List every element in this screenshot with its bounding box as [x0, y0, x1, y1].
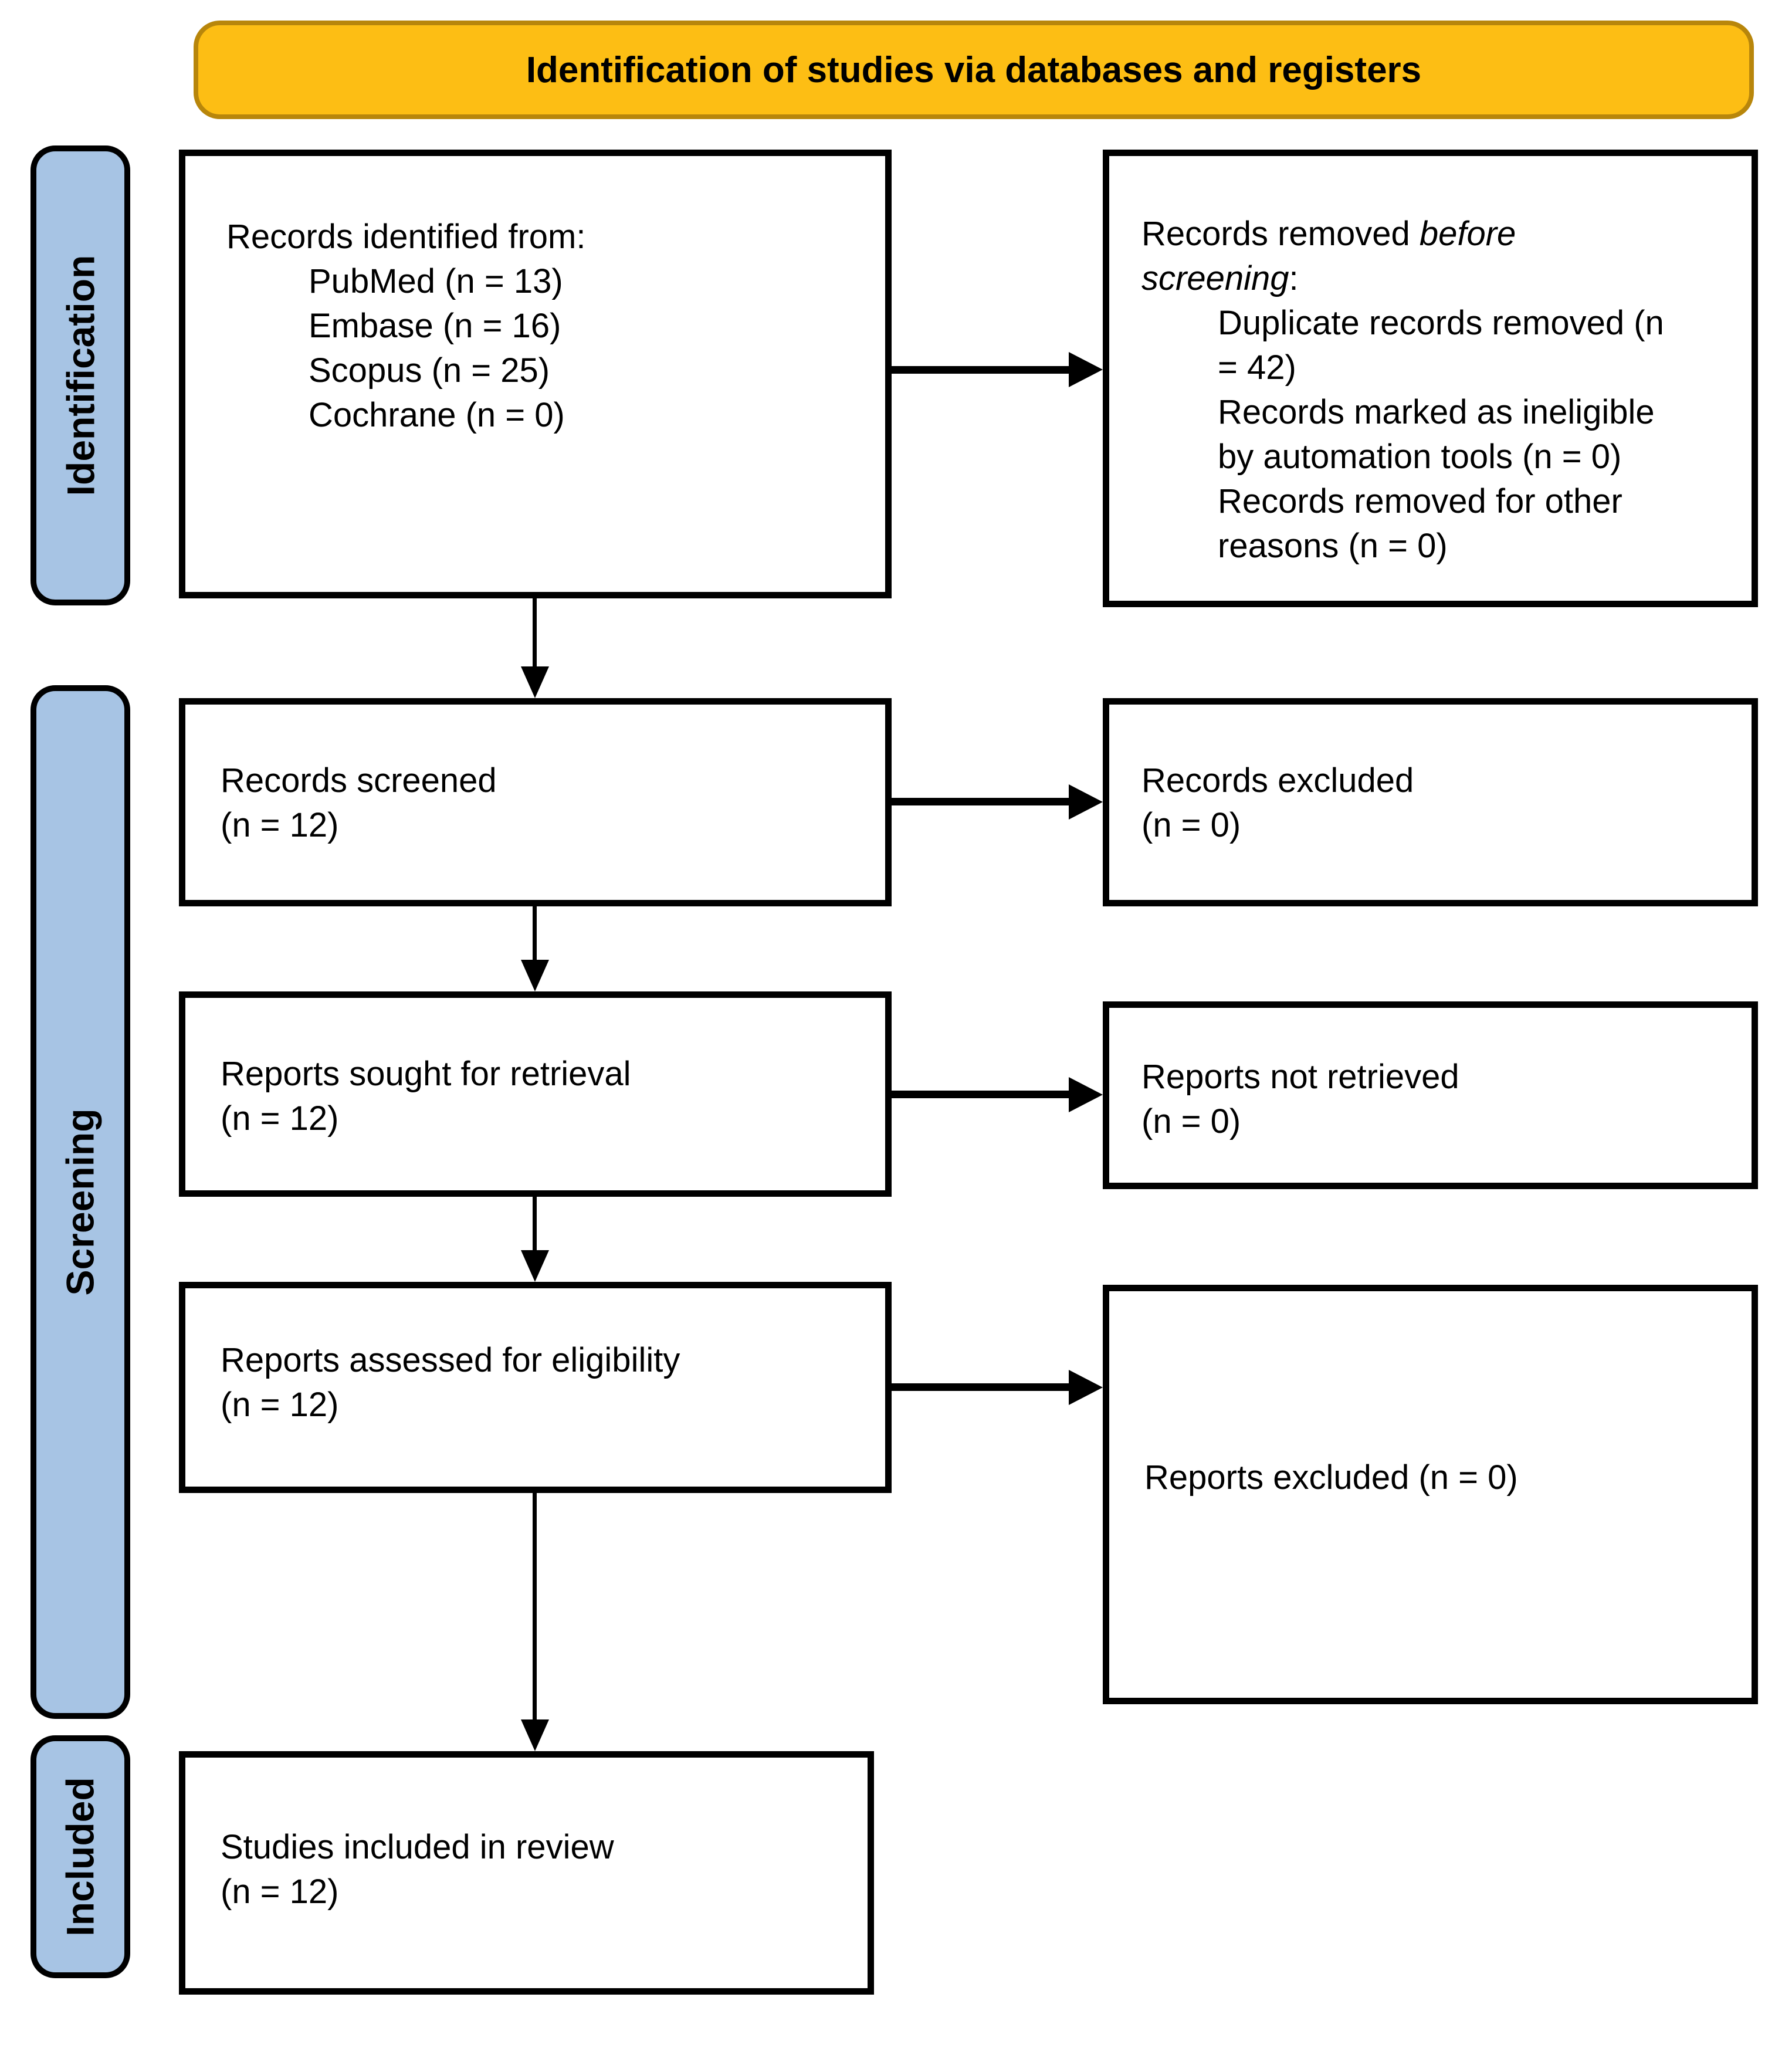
records-removed-title-emphasis: before screening [1141, 215, 1516, 297]
arrow-sought-to-not-retrieved-line [892, 1091, 1073, 1098]
reports-assessed-line1: Reports assessed for eligibility [221, 1341, 680, 1379]
records-identified-item: Scopus (n = 25) [309, 351, 550, 390]
records-removed-item: Records removed for other reasons (n = 0… [1218, 482, 1622, 565]
arrow-screened-to-sought-line [533, 906, 537, 961]
banner: Identification of studies via databases … [194, 21, 1754, 119]
sidebar-label-included-text: Included [59, 1777, 103, 1937]
reports-not-retrieved-line2: (n = 0) [1141, 1102, 1241, 1140]
box-records-identified: Records identified from: PubMed (n = 13)… [179, 150, 892, 598]
records-removed-title-suffix: : [1289, 259, 1299, 297]
banner-title: Identification of studies via databases … [526, 49, 1422, 90]
records-removed-item: Duplicate records removed (n = 42) [1218, 304, 1664, 387]
arrow-screened-to-excluded-line [892, 798, 1073, 805]
arrow-identified-to-removed-line [892, 366, 1073, 374]
records-identified-item: Embase (n = 16) [309, 307, 561, 345]
arrow-assessed-to-included-line [533, 1493, 537, 1721]
records-identified-item: PubMed (n = 13) [309, 262, 563, 300]
records-removed-title: Records removed before screening: [1141, 212, 1529, 301]
reports-sought-line2: (n = 12) [221, 1099, 339, 1138]
records-identified-item: Cochrane (n = 0) [309, 396, 565, 434]
box-records-screened: Records screened (n = 12) [179, 698, 892, 906]
arrow-assessed-to-included-head [521, 1719, 549, 1751]
arrow-screened-to-sought-head [521, 960, 549, 991]
arrow-sought-to-assessed-head [521, 1250, 549, 1282]
sidebar-label-screening-text: Screening [59, 1108, 103, 1296]
box-reports-excluded: Reports excluded (n = 0) [1103, 1285, 1758, 1704]
arrow-identified-to-removed-head [1069, 352, 1103, 387]
arrow-identified-to-screened-head [521, 666, 549, 698]
records-excluded-line1: Records excluded [1141, 761, 1414, 800]
arrow-sought-to-assessed-line [533, 1197, 537, 1251]
records-identified-title: Records identified from: [226, 218, 586, 256]
reports-excluded-line1: Reports excluded (n = 0) [1144, 1458, 1518, 1497]
reports-not-retrieved-line1: Reports not retrieved [1141, 1058, 1459, 1096]
box-reports-not-retrieved: Reports not retrieved (n = 0) [1103, 1001, 1758, 1189]
box-reports-sought: Reports sought for retrieval (n = 12) [179, 991, 892, 1197]
sidebar-label-identification-text: Identification [59, 255, 103, 496]
arrow-screened-to-excluded-head [1069, 784, 1103, 820]
records-removed-title-prefix: Records removed [1141, 215, 1420, 253]
sidebar-label-screening: Screening [31, 685, 130, 1719]
studies-included-line1: Studies included in review [221, 1828, 614, 1866]
studies-included-line2: (n = 12) [221, 1873, 339, 1911]
records-removed-item: Records marked as ineligible by automati… [1218, 393, 1655, 476]
sidebar-label-included: Included [31, 1735, 130, 1978]
arrow-assessed-to-reports-excluded-head [1069, 1370, 1103, 1405]
box-studies-included: Studies included in review (n = 12) [179, 1751, 874, 1995]
arrow-assessed-to-reports-excluded-line [892, 1383, 1073, 1391]
reports-assessed-line2: (n = 12) [221, 1386, 339, 1424]
box-records-removed: Records removed before screening: Duplic… [1103, 150, 1758, 607]
box-records-excluded: Records excluded (n = 0) [1103, 698, 1758, 906]
reports-sought-line1: Reports sought for retrieval [221, 1055, 631, 1093]
arrow-identified-to-screened-line [533, 598, 537, 668]
records-screened-line1: Records screened [221, 761, 497, 800]
box-reports-assessed: Reports assessed for eligibility (n = 12… [179, 1282, 892, 1493]
sidebar-label-identification: Identification [31, 145, 130, 605]
arrow-sought-to-not-retrieved-head [1069, 1077, 1103, 1112]
records-excluded-line2: (n = 0) [1141, 806, 1241, 844]
records-screened-line2: (n = 12) [221, 806, 339, 844]
